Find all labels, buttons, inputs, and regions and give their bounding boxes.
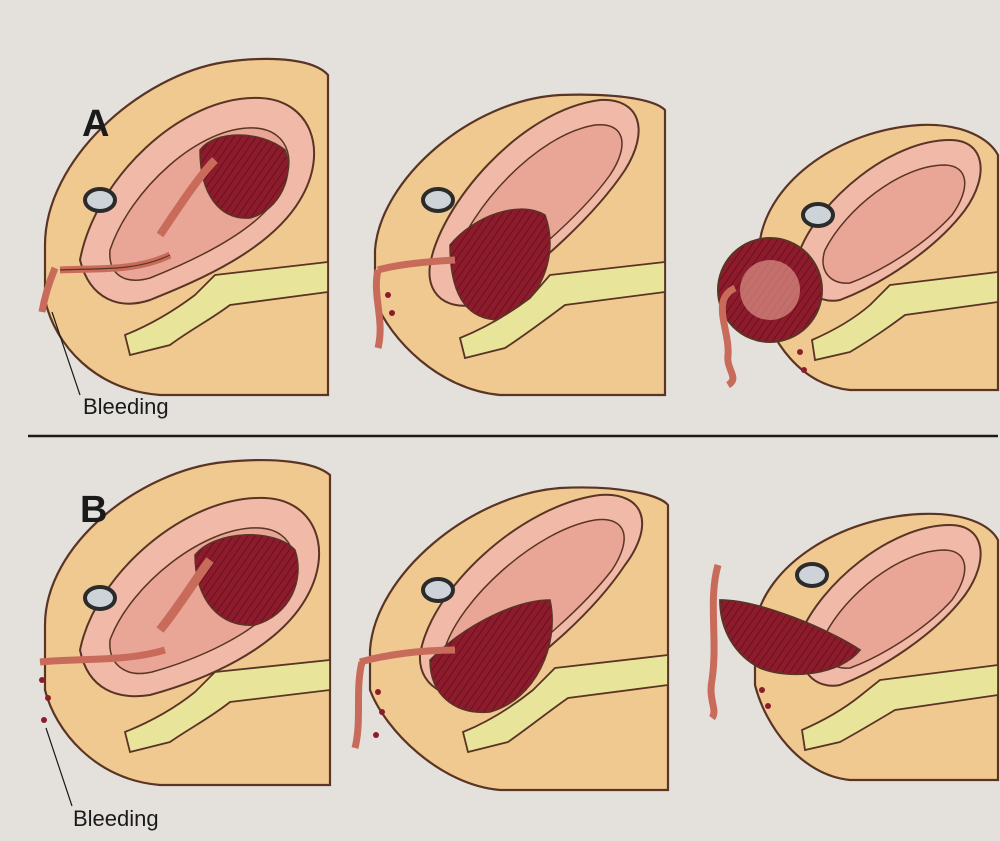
cord-hanging	[355, 662, 362, 748]
pubic-bone	[423, 579, 453, 601]
pubic-bone	[85, 587, 115, 609]
placenta-maternal-surface	[740, 260, 800, 320]
panel-letter-b: B	[80, 489, 107, 531]
panel-b-stage-2	[355, 487, 668, 790]
panel-a-stage-2	[375, 95, 665, 395]
panel-letter-a: A	[82, 103, 109, 145]
cord-hanging	[376, 270, 380, 348]
blood-drop	[797, 349, 803, 355]
blood-drop	[45, 695, 51, 701]
blood-drop	[379, 709, 385, 715]
pubic-bone	[797, 564, 827, 586]
panel-a-stage-3	[718, 125, 998, 390]
blood-drop	[385, 292, 391, 298]
blood-drop	[389, 310, 395, 316]
pubic-bone	[803, 204, 833, 226]
pubic-bone	[423, 189, 453, 211]
blood-drop	[759, 687, 765, 693]
cord	[711, 565, 718, 718]
blood-drop	[801, 367, 807, 373]
bleeding-label-a: Bleeding	[83, 394, 169, 419]
bleeding-leader-line-b	[46, 728, 72, 806]
blood-drop	[375, 689, 381, 695]
pubic-bone	[85, 189, 115, 211]
blood-drop	[41, 717, 47, 723]
blood-drop	[39, 677, 45, 683]
blood-drop	[373, 732, 379, 738]
bleeding-label-b: Bleeding	[73, 806, 159, 831]
blood-drop	[765, 703, 771, 709]
panel-b-stage-3	[711, 514, 998, 780]
